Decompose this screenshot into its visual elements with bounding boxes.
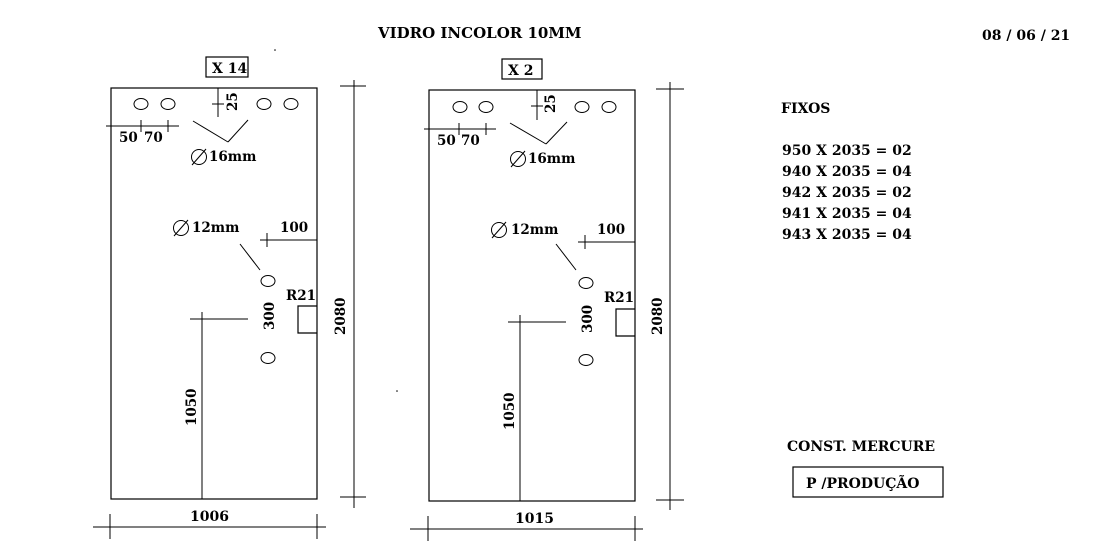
edge-offset-label: 100 — [597, 222, 625, 238]
diameter-icon — [491, 221, 507, 239]
quantity-label: X 14 — [212, 61, 247, 77]
handle-spacing-label: 300 — [262, 302, 278, 330]
leader-line — [555, 243, 577, 271]
leader-line — [227, 119, 249, 143]
hole-diameter-label: 16mm — [528, 151, 575, 167]
top-offset-label: 25 — [225, 92, 241, 111]
top-hole — [256, 98, 272, 110]
status-box — [792, 466, 944, 498]
top-hole — [160, 98, 176, 110]
client-name: CONST. MERCURE — [787, 439, 935, 455]
width-label: 1015 — [515, 511, 554, 527]
speck-mark — [274, 49, 276, 51]
radius-label: R21 — [604, 290, 634, 306]
height-label: 2080 — [650, 297, 666, 335]
hole-spacing-label: 50 — [119, 130, 138, 146]
handle-height-label: 1050 — [184, 388, 200, 426]
width-label: 1006 — [190, 509, 229, 525]
fixos-item: 942 X 2035 = 02 — [782, 185, 912, 201]
top-hole — [478, 101, 494, 113]
top-hole — [133, 98, 149, 110]
fixos-item: 943 X 2035 = 04 — [782, 227, 912, 243]
diameter-icon — [173, 219, 189, 237]
handle-hole — [260, 275, 276, 287]
diameter-icon — [191, 148, 207, 166]
speck-mark — [396, 390, 398, 392]
handle-hole — [260, 352, 276, 364]
fixos-item: 940 X 2035 = 04 — [782, 164, 912, 180]
glass-panel-1: X 14 25 50 70 16mm 12mm — [93, 56, 366, 539]
handle-hole-diameter-label: 12mm — [511, 222, 558, 238]
hole-spacing-label: 70 — [461, 133, 480, 149]
edge-offset-label: 100 — [280, 220, 308, 236]
radius-notch — [615, 308, 635, 337]
fixos-item: 950 X 2035 = 02 — [782, 143, 912, 159]
fixos-list: FIXOS 950 X 2035 = 02 940 X 2035 = 04 94… — [781, 101, 912, 243]
quantity-label: X 2 — [508, 63, 533, 79]
hole-diameter-label: 16mm — [209, 149, 256, 165]
quantity-box — [205, 56, 249, 78]
top-hole — [574, 101, 590, 113]
fixos-item: 941 X 2035 = 04 — [782, 206, 912, 222]
leader-line — [545, 121, 568, 145]
leader-line — [192, 120, 229, 143]
fixos-title: FIXOS — [781, 101, 830, 117]
glass-panel-2: X 2 25 50 70 16mm 12mm — [410, 58, 684, 541]
top-hole — [601, 101, 617, 113]
leader-line — [239, 243, 261, 271]
radius-label: R21 — [286, 288, 316, 304]
top-offset-label: 25 — [543, 94, 559, 113]
panel-outline — [110, 87, 318, 500]
hole-spacing-label: 70 — [144, 130, 163, 146]
quantity-box — [501, 58, 543, 80]
handle-hole — [578, 354, 594, 366]
handle-hole — [578, 277, 594, 289]
top-hole — [452, 101, 468, 113]
panel-outline — [428, 89, 636, 502]
handle-hole-diameter-label: 12mm — [192, 220, 239, 236]
handle-height-label: 1050 — [502, 392, 518, 430]
radius-notch — [297, 305, 317, 334]
top-hole — [283, 98, 299, 110]
diameter-icon — [510, 150, 526, 168]
leader-line — [509, 122, 547, 145]
hole-spacing-label: 50 — [437, 133, 456, 149]
handle-spacing-label: 300 — [580, 305, 596, 333]
height-label: 2080 — [333, 297, 349, 335]
sheet-title: VIDRO INCOLOR 10MM — [377, 24, 582, 42]
status-label: P /PRODUÇÃO — [806, 473, 919, 492]
sheet-date: 08 / 06 / 21 — [982, 28, 1070, 44]
